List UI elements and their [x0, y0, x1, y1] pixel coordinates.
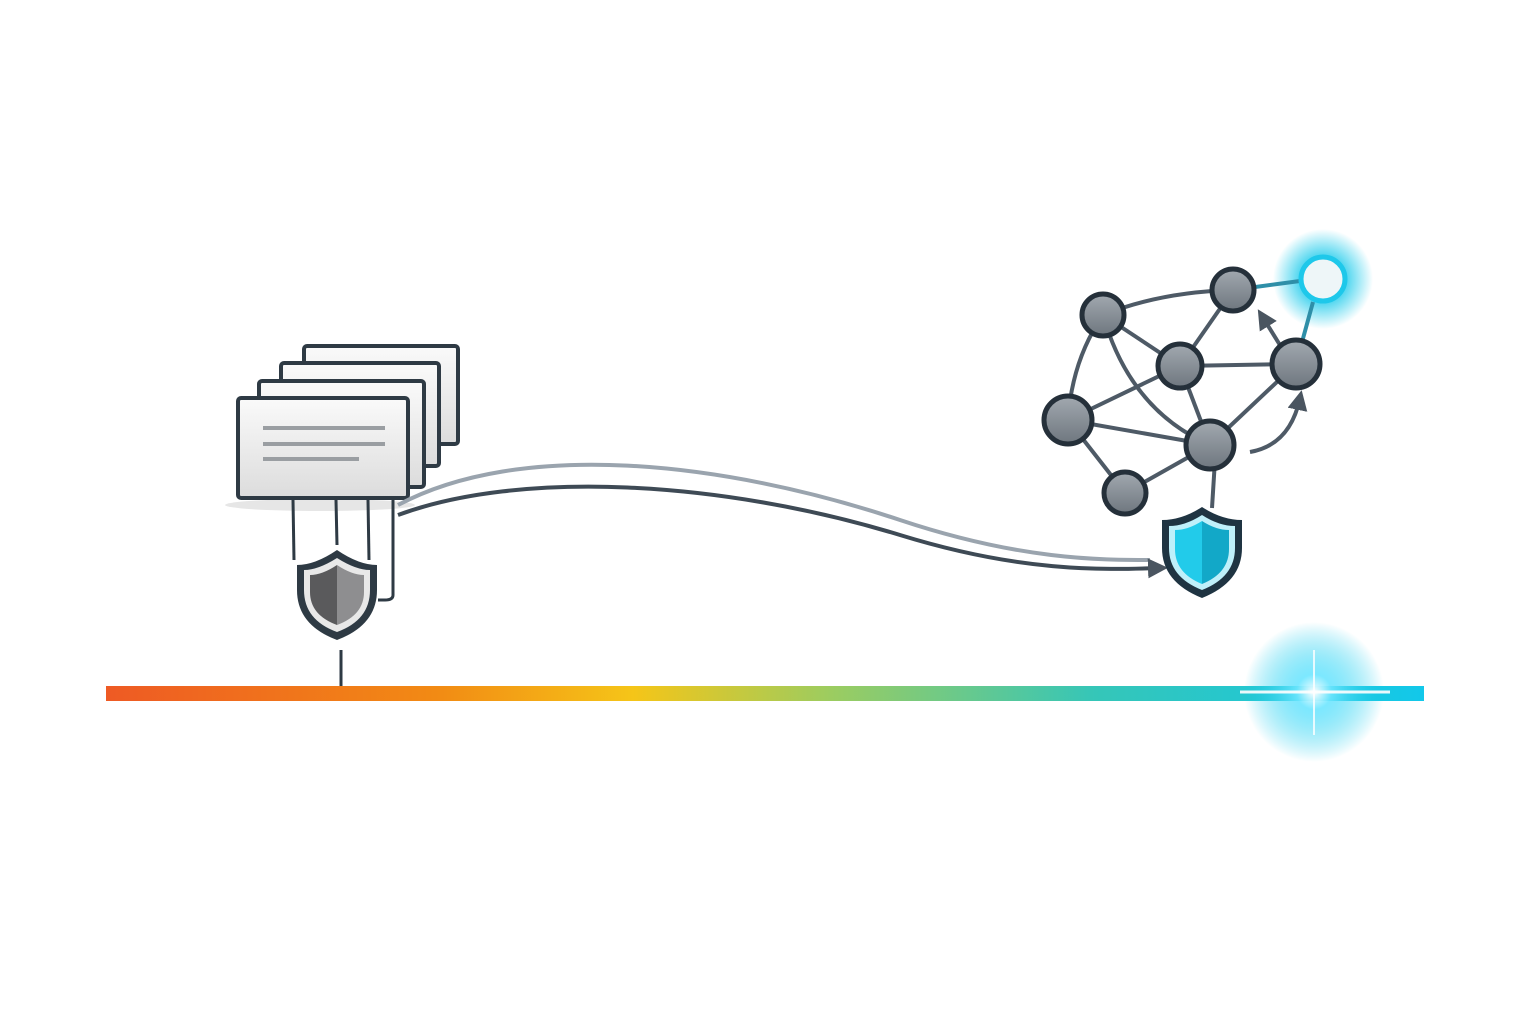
network-node: [1079, 291, 1127, 339]
network-node: [1209, 266, 1257, 314]
timeline: [106, 622, 1424, 762]
shield-cyan-icon: [1162, 507, 1242, 598]
network-node: [1155, 341, 1205, 391]
network-graph-icon: [1041, 229, 1373, 517]
flow-arrow: [397, 462, 1168, 579]
glowing-node-icon: [1298, 254, 1348, 304]
network-node: [1269, 337, 1323, 391]
shield-gray-icon: [297, 550, 377, 640]
network-node: [1101, 469, 1149, 517]
network-node: [1041, 393, 1095, 447]
timeline-bar: [106, 686, 1424, 701]
network-node: [1183, 418, 1237, 472]
document-stack-icon: [225, 344, 460, 602]
